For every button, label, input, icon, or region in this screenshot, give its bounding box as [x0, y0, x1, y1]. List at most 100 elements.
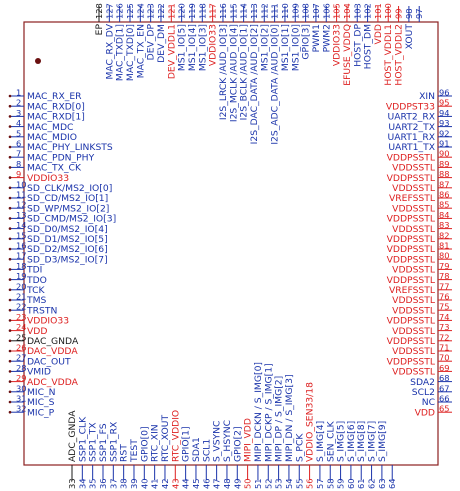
pin-number: 5 [16, 128, 21, 138]
pin-label-rst: RST [119, 444, 130, 462]
pin-number: 26 [16, 343, 27, 353]
pin-label-s-hsync: S_HSYNC [222, 420, 233, 462]
pin-label-mipi-dckn-s-img-0: MIPI_DCKN / S_IMG[0] [253, 362, 264, 462]
pin-number: 90 [439, 149, 450, 159]
pin-label-vdd: VDD [415, 407, 435, 418]
pin-number: 17 [16, 251, 27, 261]
pin-number: 47 [212, 478, 222, 489]
pin-label-dev-dp: DEV_DP [146, 24, 157, 61]
pin-label-i2s-dac-data-aud-io-2: I2S_DAC_DATA /AUD_IO[2] [249, 24, 260, 144]
pin-number: 33 [67, 478, 77, 489]
pin-label-vddpsstl: VDDPSSTL [387, 275, 436, 286]
pin-number: 58 [325, 478, 335, 489]
pin-number: 98 [404, 8, 414, 19]
pin-number: 4 [16, 118, 21, 128]
pin-number: 36 [98, 478, 108, 489]
pin-number: 115 [228, 3, 238, 19]
pin-number: 13 [16, 210, 27, 220]
pin-label-vddsstl: VDDSSTL [392, 346, 436, 357]
pin-number: 76 [439, 292, 450, 302]
pin-label-gpio-2: GPIO[2] [232, 426, 243, 462]
pin-label-sd-d3-ms2-io-7: SD_D3/MS2_IO[7] [27, 254, 108, 265]
pin-label-ssp1-rx: SSP1_RX [108, 422, 119, 462]
pin-label-uart1-tx: UART1_TX [388, 142, 435, 153]
pin-number: 84 [439, 210, 450, 220]
pin-label-vddio33: VDDIO33 [27, 173, 69, 184]
chip-body [23, 21, 439, 466]
pin-label-sd-d2-ms2-io-6: SD_D2/MS2_IO[6] [27, 244, 108, 255]
pin-number: 111 [270, 3, 280, 19]
pin-63: 63S_IMG[9] [377, 421, 388, 489]
pin-end-dot [8, 196, 12, 200]
pin-number: 46 [201, 478, 211, 489]
pin-number: 94 [439, 108, 450, 118]
pin-label-rtc-xout: RTC_XOUT [160, 415, 171, 462]
pin-end-dot [8, 288, 12, 292]
pin-label-uart2-rx: UART2_RX [388, 112, 435, 123]
pin-label-ms1-io-3: MS1_IO[3] [197, 24, 208, 71]
pin-60: 60 S_IMG[6] [346, 421, 357, 489]
pin-label-s-img-8: S_IMG[8] [356, 421, 367, 462]
pin-number: 60 [346, 478, 356, 489]
pin-label-vdd: VDD [27, 326, 47, 337]
pin-label-host-dm: HOST_DM [363, 24, 374, 69]
pin-label-vddsstl: VDDSSTL [392, 183, 436, 194]
pin-number: 125 [125, 3, 135, 19]
pin-end-dot [8, 268, 12, 271]
pin-number: 8 [16, 159, 21, 169]
pin-label-dac-out: DAC_OUT [27, 356, 71, 367]
pin-number: 44 [181, 478, 191, 489]
pin-label-vrefsstl: VREFSSTL [389, 285, 436, 296]
pin-number: 28 [16, 363, 27, 373]
pin-label-gpio-1: GPIO[1] [181, 426, 192, 462]
pin-label-vddsstl: VDDSSTL [392, 265, 436, 276]
pin-number: 116 [218, 3, 228, 19]
pin-label-host-vddl2: HOST_VDDL2 [394, 24, 405, 86]
pin-label-trstn: TRSTN [26, 305, 57, 316]
pin-label-vddsstl: VDDSSTL [392, 224, 436, 235]
pin-label-s-img-6: S_IMG[6] [346, 421, 357, 462]
pin-number: 22 [16, 302, 27, 312]
pin-label-ssp1-tx: SSP1_TX [88, 422, 99, 462]
pin-number: 27 [16, 353, 27, 363]
pin-label-s-img-4: S_IMG[4] [315, 421, 326, 462]
pin-number: 89 [439, 159, 450, 169]
pin-end-dot [8, 166, 12, 169]
pin-number: 102 [363, 3, 373, 19]
pin-label-i2s-bclk-aud-io-1: I2S_BCLK /AUD_IO[1] [239, 24, 250, 120]
pin-number: 93 [439, 118, 450, 128]
pin-number: 70 [439, 353, 450, 363]
pin-number: 40 [139, 478, 149, 489]
pin-number: 14 [16, 220, 27, 230]
pin-number: 127 [104, 3, 114, 19]
pin-label-mac-mdio: MAC_MDIO [27, 132, 77, 143]
pin-number: 85 [439, 200, 450, 210]
pin-5: 5 MAC_MDIO [8, 128, 77, 143]
pin-label-vddsstl: VDDSSTL [392, 367, 436, 378]
pin-number: 24 [16, 322, 27, 332]
